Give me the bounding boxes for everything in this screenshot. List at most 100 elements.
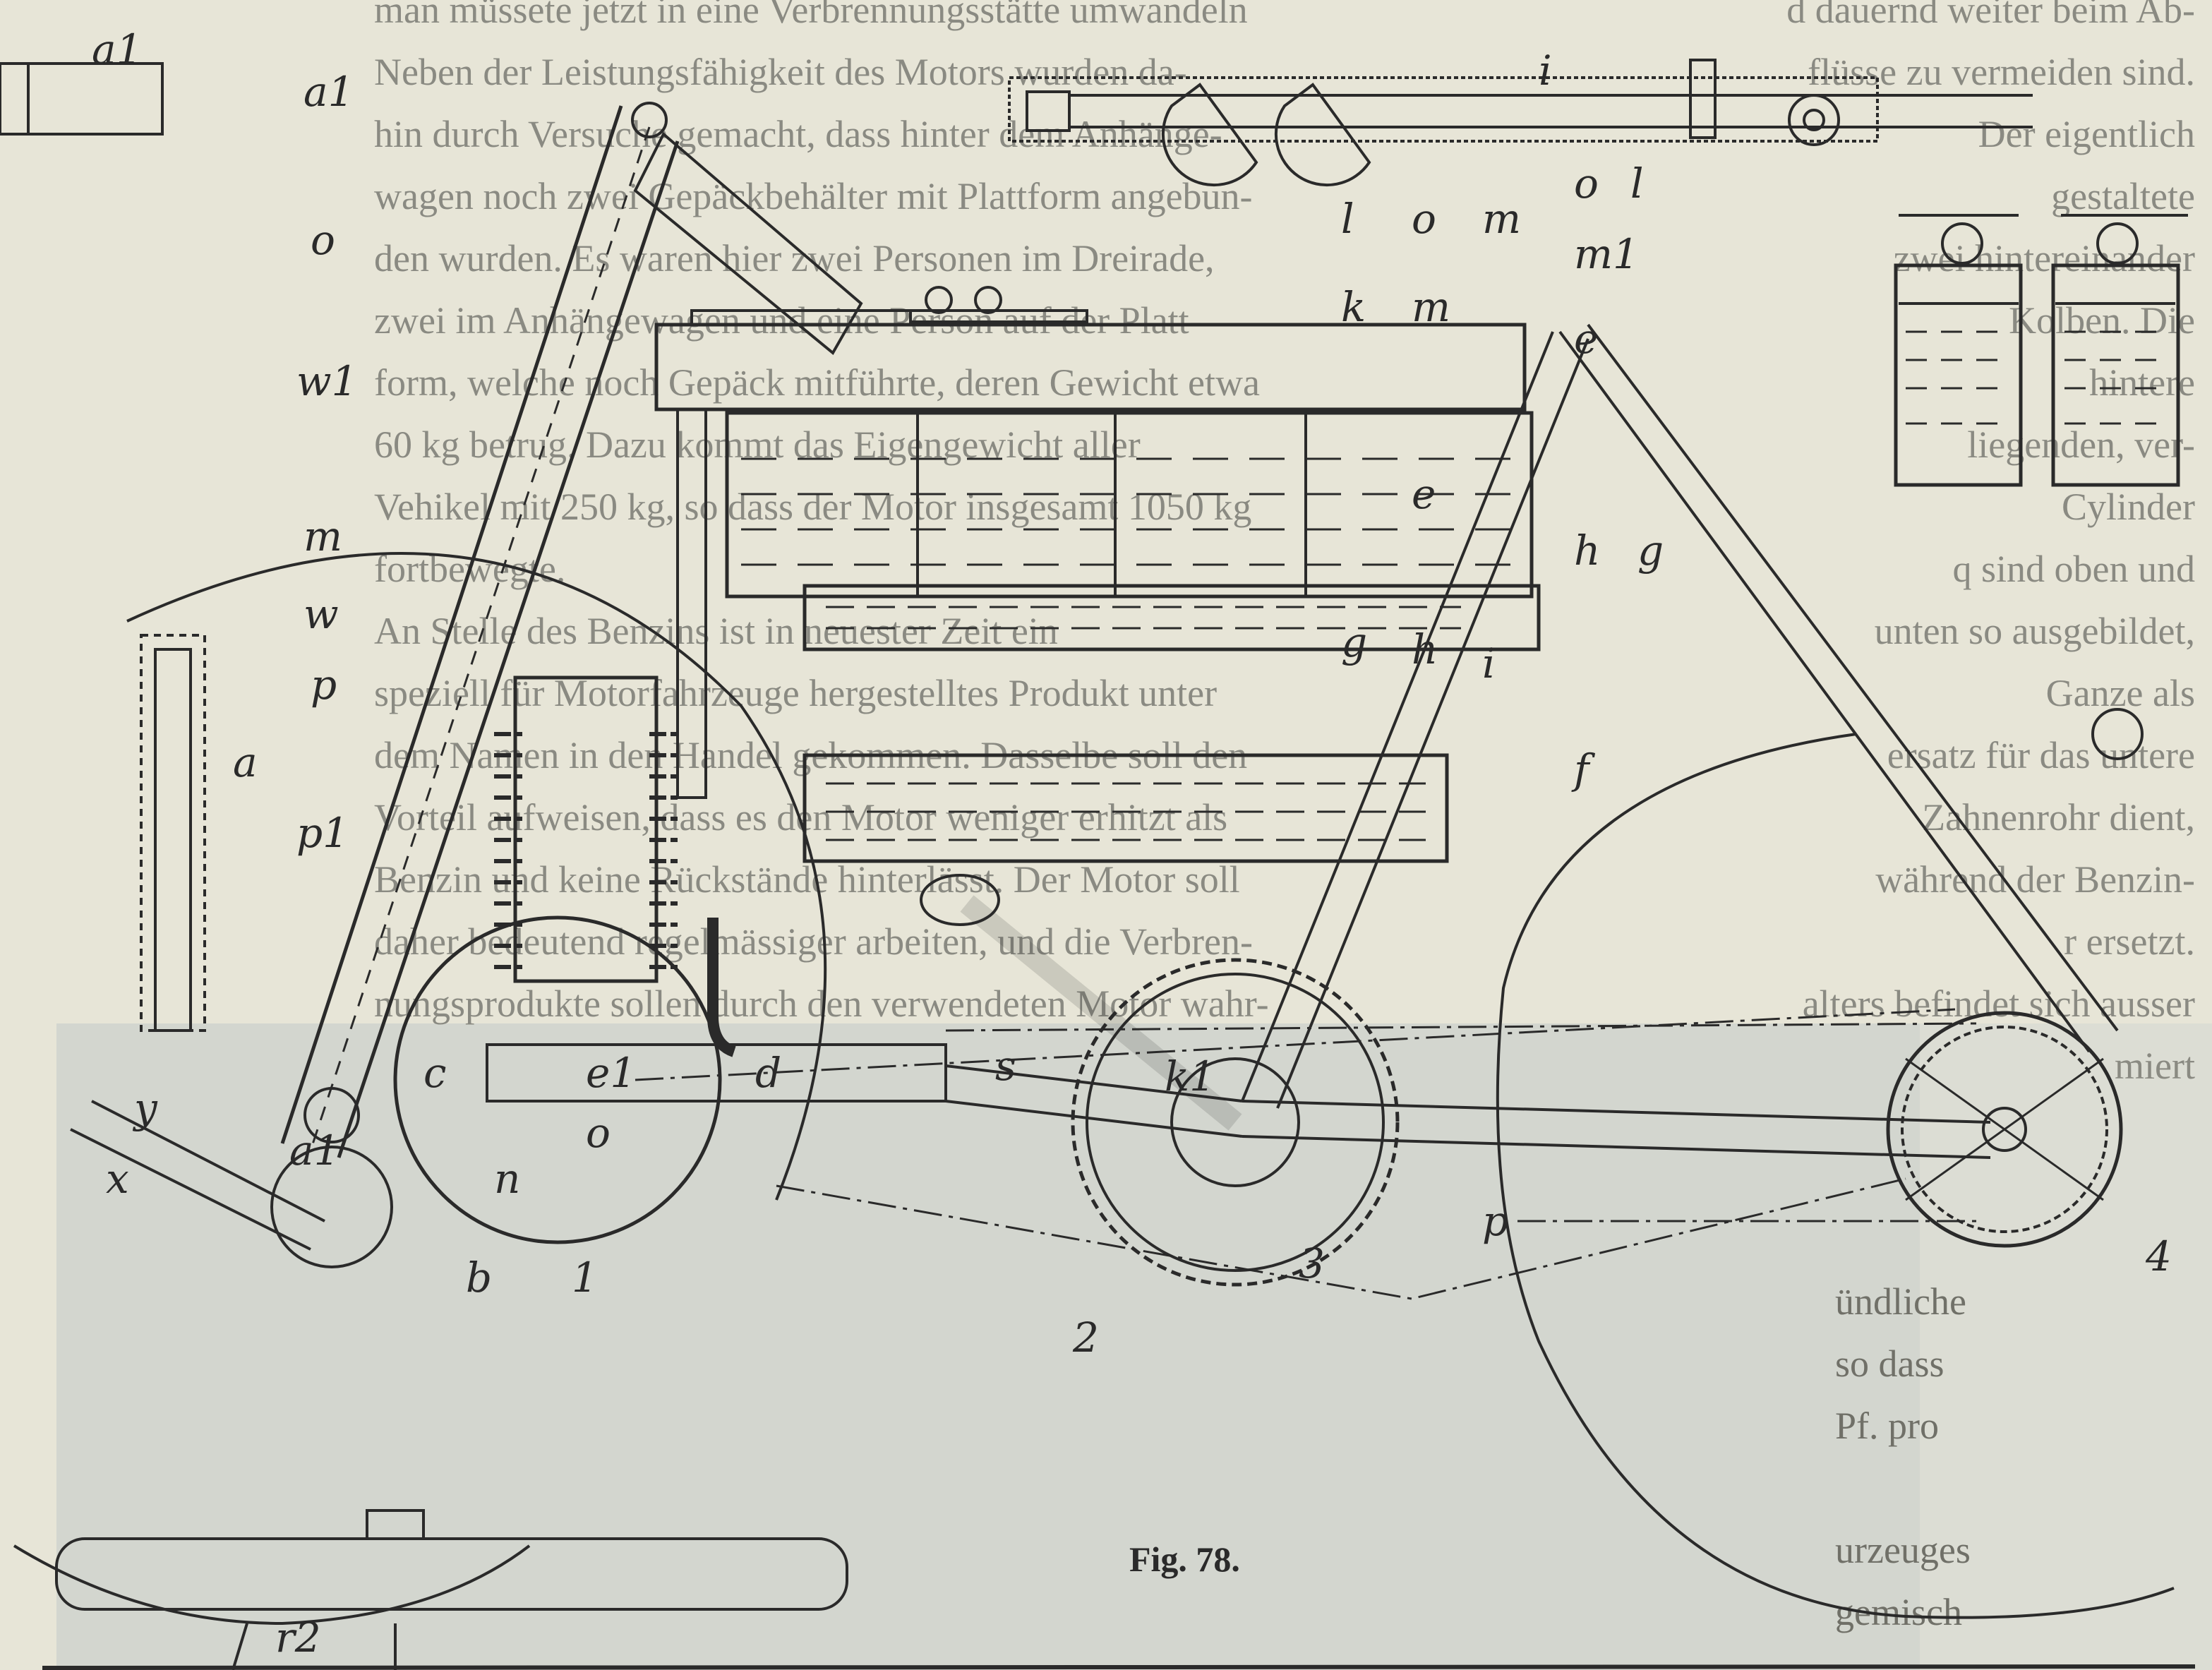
part-label: 4 [2145, 1232, 2172, 1280]
text-line: miert [2115, 1045, 2195, 1087]
text-line: Kolben. Die [2009, 299, 2195, 342]
part-label: k [1341, 283, 1366, 331]
text-line: ündliche [1835, 1280, 1966, 1323]
side-cylinder-left [1894, 263, 2023, 487]
part-label: h [1412, 625, 1438, 673]
handle-grip [633, 131, 863, 356]
chain-line [635, 1008, 1977, 1300]
scan-shaded-region-light [1920, 1023, 2212, 1670]
text-line: d dauernd weiter beim Ab- [1786, 0, 2195, 31]
text-line: Ganze als [2045, 672, 2195, 714]
part-label: a1 [92, 25, 142, 73]
part-label: o [311, 216, 335, 264]
text-line: liegenden, ver- [1967, 423, 2195, 466]
part-label: s [995, 1042, 1016, 1090]
text-line: wagen noch zwei Gepäckbehälter mit Platt… [374, 175, 1253, 217]
text-line: unten so ausgebildet, [1874, 610, 2195, 652]
part-label: p1 [296, 809, 349, 857]
part-label: m1 [1574, 230, 1639, 278]
front-wheel-arc [126, 552, 827, 1201]
part-label: i [1482, 639, 1496, 687]
part-label: n [494, 1155, 520, 1203]
fender-bar [55, 1537, 848, 1611]
steering-column [280, 105, 680, 1158]
top-sketch-frame [1008, 76, 1879, 143]
part-label: m [1482, 195, 1521, 243]
text-line: Benzin und keine Rückstände hinterlässt.… [374, 858, 1240, 901]
left-wheel-arc [13, 1544, 531, 1626]
text-line: form, welche noch Gepäck mitführte, dere… [374, 361, 1260, 404]
radiator-upper [803, 584, 1541, 651]
part-label: k1 [1165, 1052, 1215, 1100]
text-line: man müssete jetzt in eine Verbrennungsst… [374, 0, 1248, 31]
part-label: p [1482, 1197, 1508, 1245]
side-cylinder-right [2051, 263, 2180, 487]
part-label: m [303, 512, 342, 560]
part-label: e [1574, 315, 1598, 363]
engine-cylinder [513, 675, 659, 983]
figure-caption: Fig. 78. [1129, 1539, 1240, 1579]
part-label: 3 [1299, 1239, 1325, 1287]
text-line: daher bedeutend regelmässiger arbeiten, … [374, 920, 1253, 963]
pedal-arm [960, 895, 1242, 1131]
part-label: e [1412, 470, 1436, 518]
rear-sprocket [1886, 1011, 2123, 1248]
text-line: urzeuges [1835, 1529, 1971, 1571]
crank-gear [1071, 958, 1400, 1287]
part-label: c [423, 1049, 446, 1097]
part-label: w [303, 590, 339, 638]
part-label: x [106, 1155, 129, 1203]
part-label: g [1341, 618, 1367, 666]
rear-wheel-arc [1496, 733, 2175, 1619]
frame-tube-down [1241, 331, 1589, 1109]
scan-shaded-region [56, 1023, 1920, 1670]
part-label: m [1412, 283, 1450, 331]
handlebar-t [0, 62, 164, 136]
fuel-tank [654, 323, 1527, 412]
text-line: den wurden. Es waren hier zwei Personen … [374, 237, 1215, 280]
text-line: gestaltete [2051, 175, 2195, 217]
part-label: a [233, 738, 258, 786]
text-line: Cylinder [2062, 486, 2195, 528]
water-tank [725, 411, 1534, 599]
text-line: während der Benzin- [1875, 858, 2195, 901]
text-line: hin durch Versuche gemacht, dass hinter … [374, 113, 1222, 155]
text-line: Vehikel mit 250 kg, so dass der Motor in… [374, 486, 1252, 528]
body-text-middle-column: man müssete jetzt in eine Verbrennungsst… [374, 0, 1269, 1035]
part-label: w1 [296, 357, 358, 405]
text-line: ersatz für das untere [1887, 734, 2195, 776]
text-line: so dass [1835, 1342, 1944, 1385]
part-label: g [1637, 527, 1664, 575]
crank-tube [486, 1043, 947, 1103]
text-line: alters befindet sich ausser [1802, 983, 2195, 1025]
text-line: q sind oben und [1952, 548, 2196, 590]
part-label: e1 [586, 1049, 636, 1097]
part-label: a1 [303, 68, 354, 116]
part-label: a1 [289, 1127, 339, 1175]
ground-line [42, 1664, 2196, 1670]
part-label: d [755, 1049, 781, 1097]
part-label: 1 [572, 1254, 598, 1302]
part-label: h [1574, 527, 1600, 575]
part-label: i [1539, 47, 1552, 95]
part-label: f [1571, 745, 1596, 793]
frame-tube-rear [1558, 323, 2119, 1053]
text-line: Neben der Leistungsfähigkeit des Motors … [374, 51, 1187, 93]
part-label: y [132, 1084, 158, 1132]
part-label: l [1630, 160, 1644, 208]
body-text-right-column: d dauernd weiter beim Ab- flüsse zu verm… [1553, 0, 2195, 1097]
radiator-lower [803, 753, 1449, 863]
text-line: flüsse zu vermeiden sind. [1808, 51, 2195, 93]
part-label: r2 [275, 1614, 321, 1662]
part-label: 2 [1072, 1314, 1099, 1362]
part-label: o [586, 1109, 611, 1157]
part-label: o [1412, 195, 1436, 243]
part-label: p [311, 661, 337, 709]
part-label: b [466, 1254, 492, 1302]
text-line: Pf. pro [1835, 1405, 1939, 1447]
part-label: l [1341, 195, 1354, 243]
crankcase [393, 915, 722, 1244]
text-line: r ersetzt. [2064, 920, 2195, 963]
